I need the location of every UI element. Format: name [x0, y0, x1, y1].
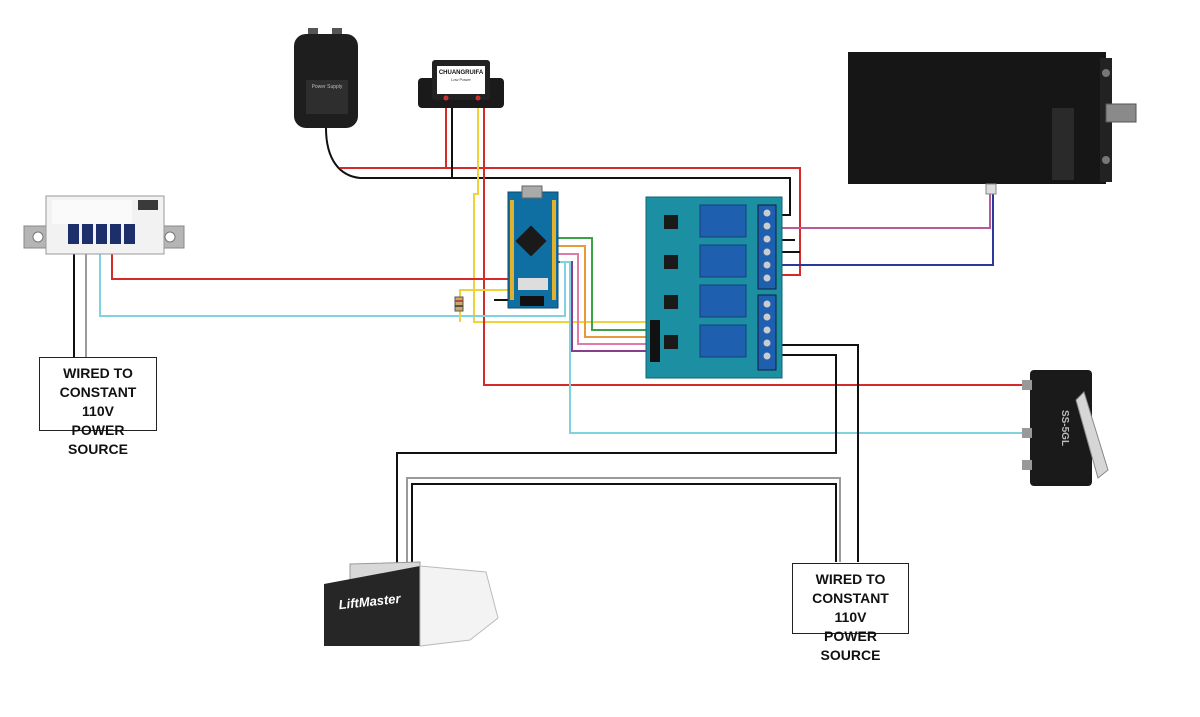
switch-model: SS-5GL: [1059, 410, 1070, 446]
wire-signal-orange: [556, 245, 655, 338]
converter-sub: Low Power: [451, 77, 471, 82]
wire-opener-black-1: [775, 344, 859, 562]
wire-block-cyan: [99, 236, 566, 317]
wire-opener-black-3: [411, 483, 837, 566]
garage-door-opener: LiftMaster: [324, 561, 499, 647]
dc-converter: CHUANGRUIFA Low Power: [418, 60, 504, 108]
power-source-label-left: WIRED TO CONSTANT 110V POWER SOURCE: [39, 357, 157, 457]
label-line: WIRED TO: [815, 571, 886, 587]
wire-converter-yellow: [473, 100, 655, 323]
opener-brand: LiftMaster: [338, 591, 402, 613]
adapter-label: Power Supply: [312, 84, 343, 90]
label-line: CONSTANT 110V: [59, 384, 137, 419]
wire-adapter-red: [340, 167, 801, 276]
wire-opener-black-2: [396, 354, 837, 566]
converter-brand: CHUANGRUIFA: [439, 70, 484, 76]
wire-signal-green: [556, 237, 655, 331]
wire-converter-red-down: [483, 100, 1030, 386]
led-driver-block: [23, 195, 185, 255]
micro-switch: SS-5GL: [1022, 370, 1109, 486]
terminal-screws: [68, 224, 135, 244]
relay-cubes: [699, 204, 747, 358]
resistor: [454, 296, 464, 312]
wire-arduino-yellow: [459, 289, 515, 322]
arduino-nano: [507, 185, 559, 309]
wires: [73, 100, 1030, 566]
label-line: POWER SOURCE: [820, 628, 881, 663]
power-source-label-right: WIRED TO CONSTANT 110V POWER SOURCE: [792, 563, 909, 663]
power-adapter: Power Supply: [294, 28, 358, 128]
label-line: POWER SOURCE: [68, 422, 128, 457]
wire-signal-pink: [556, 253, 655, 345]
relay-module: [645, 196, 783, 379]
wire-arduino-cyan: [560, 261, 1030, 434]
wire-opener-gray-1: [406, 477, 841, 566]
label-line: CONSTANT 110V: [812, 590, 889, 625]
wire-lock-blue: [775, 190, 994, 266]
wire-lock-pink: [775, 190, 991, 229]
label-line: WIRED TO: [63, 365, 133, 381]
wire-adapter-black: [325, 127, 791, 216]
electric-lock: [848, 52, 1137, 195]
